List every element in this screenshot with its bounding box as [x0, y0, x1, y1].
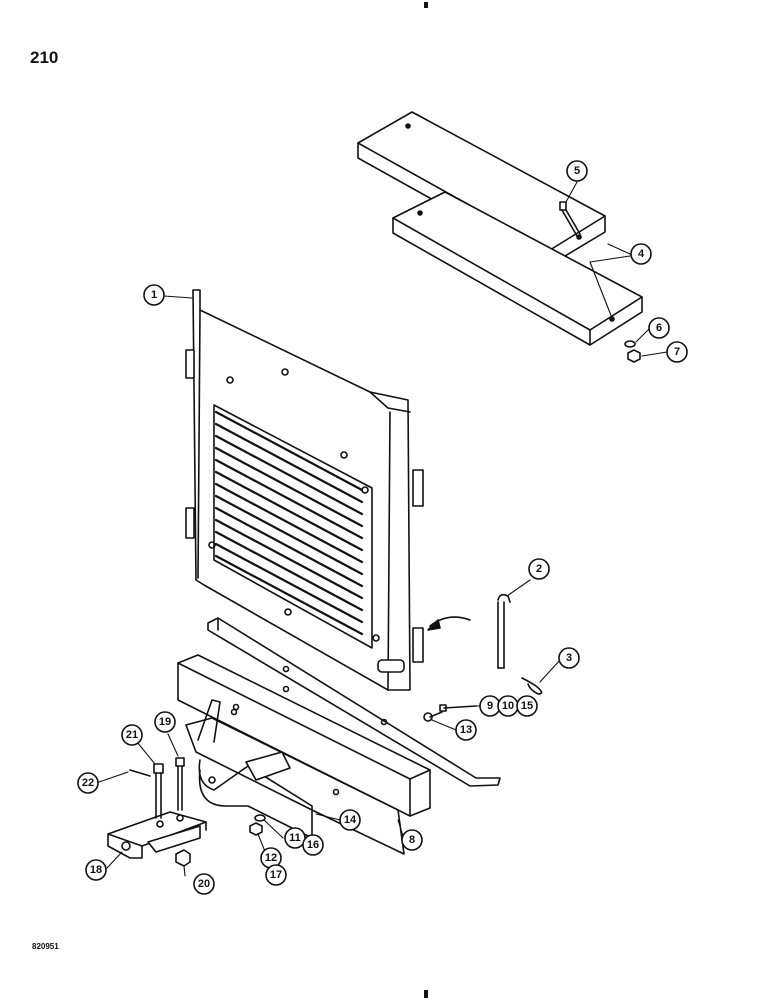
- grille-panel: [185, 289, 424, 691]
- callout-8: 8: [409, 834, 415, 846]
- nut-20: [175, 849, 191, 867]
- callout-12: 12: [265, 852, 277, 864]
- callout-2: 2: [536, 563, 542, 575]
- nut-12: [249, 822, 263, 836]
- hinge-plate-18: [107, 811, 207, 859]
- callout-10: 10: [502, 700, 514, 712]
- bolt-5: [559, 201, 581, 237]
- nut-7: [627, 349, 641, 363]
- pin-arrow-head: [427, 619, 441, 631]
- hardware-9-10-15-13: [423, 704, 477, 722]
- callout-22: 22: [82, 777, 94, 789]
- callout-21: 21: [126, 729, 138, 741]
- lower-cover-plate: [392, 191, 643, 346]
- base-angle: [207, 617, 501, 787]
- callout-18: 18: [90, 864, 102, 876]
- callout-6: 6: [656, 322, 662, 334]
- pin-22: [129, 769, 151, 777]
- callout-1: 1: [151, 289, 157, 301]
- callout-17: 17: [270, 869, 282, 881]
- callout-11: 11: [289, 832, 301, 844]
- callout-labels: 1 2 3 4 5 6 7 8 9 10 11 12 13 14 15 16 1…: [82, 165, 680, 890]
- callout-16: 16: [307, 839, 319, 851]
- louvre-slats: [214, 410, 364, 636]
- callout-4: 4: [638, 248, 645, 260]
- bolt-21: [153, 763, 164, 819]
- callout-14: 14: [344, 814, 357, 826]
- leader-lines: [98, 181, 668, 877]
- bottom-tick: [424, 990, 428, 998]
- callout-20: 20: [198, 878, 210, 890]
- callout-13: 13: [460, 724, 472, 736]
- page-number: 210: [30, 48, 59, 67]
- hinge-pin-2: [497, 593, 511, 669]
- washer-11: [254, 814, 266, 822]
- callout-9: 9: [487, 700, 493, 712]
- bolt-19: [175, 757, 185, 811]
- callout-3: 3: [566, 652, 572, 664]
- callout-19: 19: [159, 716, 171, 728]
- callout-5: 5: [574, 165, 580, 177]
- callout-7: 7: [674, 346, 680, 358]
- callout-bubbles: [77, 160, 688, 895]
- washer-6: [624, 340, 636, 348]
- top-tick: [424, 2, 428, 8]
- callout-15: 15: [521, 700, 533, 712]
- cotter-pin-3: [521, 677, 543, 695]
- figure-code: 820951: [32, 942, 59, 951]
